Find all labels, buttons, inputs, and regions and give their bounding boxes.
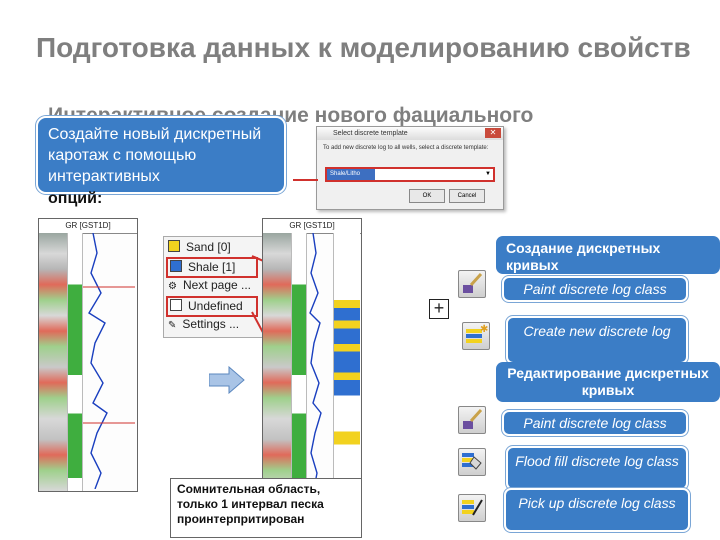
close-icon[interactable]: ✕ (485, 128, 501, 138)
legend-item-settings[interactable]: ✎Settings ... (168, 317, 240, 331)
dialog-message: To add new discrete log to all wells, se… (323, 145, 489, 151)
dialog-title: Select discrete template (317, 127, 503, 140)
uncertain-area-note: Сомнительная область, только 1 интервал … (170, 478, 362, 538)
flood-fill-discrete-log-class-button[interactable]: Flood fill discrete log class (506, 446, 688, 490)
settings-icon: ✎ (168, 320, 177, 331)
zone-track (68, 233, 83, 491)
pick-up-discrete-log-class-button[interactable]: Pick up discrete log class (504, 488, 690, 532)
edit-discrete-header: Редактирование дискретных кривых (496, 362, 720, 402)
legend-item-sand[interactable]: Sand [0] (168, 239, 231, 256)
paint-discrete-log-class-button[interactable]: Paint discrete log class (502, 276, 688, 302)
paint-brush-icon[interactable] (458, 270, 486, 298)
template-select[interactable]: Shale/Litho ▼ (325, 167, 495, 182)
plus-icon: + (429, 299, 449, 319)
chevron-down-icon: ▼ (485, 171, 491, 177)
discrete-legend: Sand [0] Shale [1] ⚙Next page ... Undefi… (163, 236, 263, 338)
well-log-left: GR [GST1D] (38, 218, 138, 492)
arrow-right-icon (209, 366, 245, 394)
ok-button[interactable]: OK (409, 189, 445, 203)
legend-item-next-page[interactable]: ⚙Next page ... (168, 278, 252, 292)
zone-track (292, 233, 307, 491)
facies-track (39, 233, 68, 491)
new-discrete-log-icon[interactable]: ✱ (462, 322, 490, 350)
paint-discrete-log-class-button-2[interactable]: Paint discrete log class (502, 410, 688, 436)
svg-text:✱: ✱ (480, 324, 488, 335)
undefined-swatch (170, 299, 182, 311)
paint-brush-icon[interactable] (458, 406, 486, 434)
discrete-log-track (334, 233, 360, 491)
gr-curve (83, 232, 135, 490)
gr-curve (309, 232, 322, 490)
gr-track (307, 232, 334, 491)
pick-up-icon[interactable] (458, 494, 486, 522)
gr-track (83, 232, 135, 491)
template-selected: Shale/Litho (327, 169, 375, 180)
facies-track (263, 233, 292, 491)
create-discrete-header: Создание дискретных кривых (496, 236, 720, 274)
well-log-right: GR [GST1D] (262, 218, 362, 492)
gear-icon: ⚙ (168, 281, 177, 292)
legend-item-shale[interactable]: Shale [1] (166, 257, 258, 278)
log-header: GR [GST1D] (39, 219, 137, 234)
create-new-discrete-log-button[interactable]: Create new discrete log (506, 316, 688, 364)
flood-fill-icon[interactable] (458, 448, 486, 476)
log-header: GR [GST1D] (263, 219, 361, 234)
select-template-dialog: Select discrete template ✕ To add new di… (316, 126, 504, 210)
shale-swatch (170, 260, 182, 272)
legend-item-undefined[interactable]: Undefined (166, 296, 258, 317)
slide-title: Подготовка данных к моделированию свойст… (36, 32, 691, 63)
instruction-tail: опций: (48, 190, 103, 207)
cancel-button[interactable]: Cancel (449, 189, 485, 203)
instruction-callout: Создайте новый дискретный каротаж с помо… (36, 116, 286, 194)
sand-swatch (168, 240, 180, 252)
